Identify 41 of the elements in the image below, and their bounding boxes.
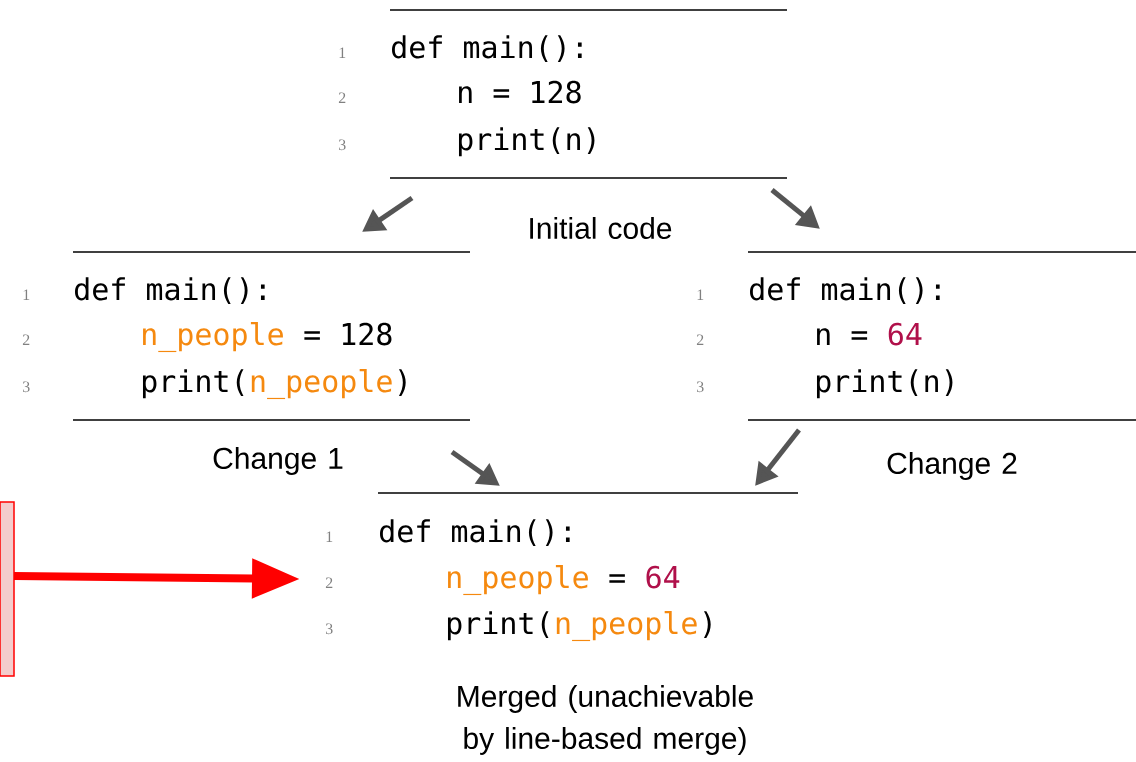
code-token: ) (703, 611, 711, 638)
line-number: 2 (325, 577, 333, 588)
line-number: 1 (326, 531, 333, 542)
line-number: 3 (325, 623, 333, 635)
code-token: def main(): (75, 277, 265, 304)
node-label: Change 2 (887, 452, 1017, 480)
code-token: n = (817, 328, 868, 345)
code-token: n_people (448, 565, 588, 596)
code-token: def main(): (392, 35, 582, 62)
code-token: n_people (251, 369, 392, 400)
line-number: 3 (23, 381, 30, 393)
line-number: 1 (23, 289, 30, 300)
code-token: print(n) (459, 127, 595, 157)
code-block (325, 492, 799, 642)
line-number: 1 (697, 289, 704, 300)
code-block (22, 251, 471, 421)
code-token: def main(): (380, 519, 570, 546)
code-token: n = 128 (459, 80, 581, 104)
code-token: print(n) (817, 369, 953, 399)
line-number: 2 (696, 334, 704, 345)
code-token: = 128 (304, 322, 392, 346)
line-number: 1 (339, 47, 346, 58)
code-token: = (609, 574, 625, 583)
code-block (338, 9, 788, 179)
line-number: 2 (22, 334, 30, 345)
highlight-box (0, 501, 15, 677)
node-label: Change 1 (213, 447, 343, 475)
code-token: def main(): (750, 277, 940, 304)
code-token: ) (398, 369, 406, 396)
code-token: 64 (888, 322, 922, 346)
line-number: 3 (696, 381, 704, 393)
code-token: 64 (646, 565, 680, 589)
code-token: n_people (143, 322, 283, 353)
line-number: 2 (338, 92, 346, 103)
line-number: 3 (338, 139, 346, 151)
node-label: Initial code (530, 217, 672, 239)
node-label: Merged (unachievable by line-based merge) (458, 685, 753, 755)
code-token: print( (448, 611, 549, 641)
code-block (696, 251, 1136, 421)
code-token: print( (143, 369, 244, 399)
code-token: n_people (556, 611, 697, 642)
